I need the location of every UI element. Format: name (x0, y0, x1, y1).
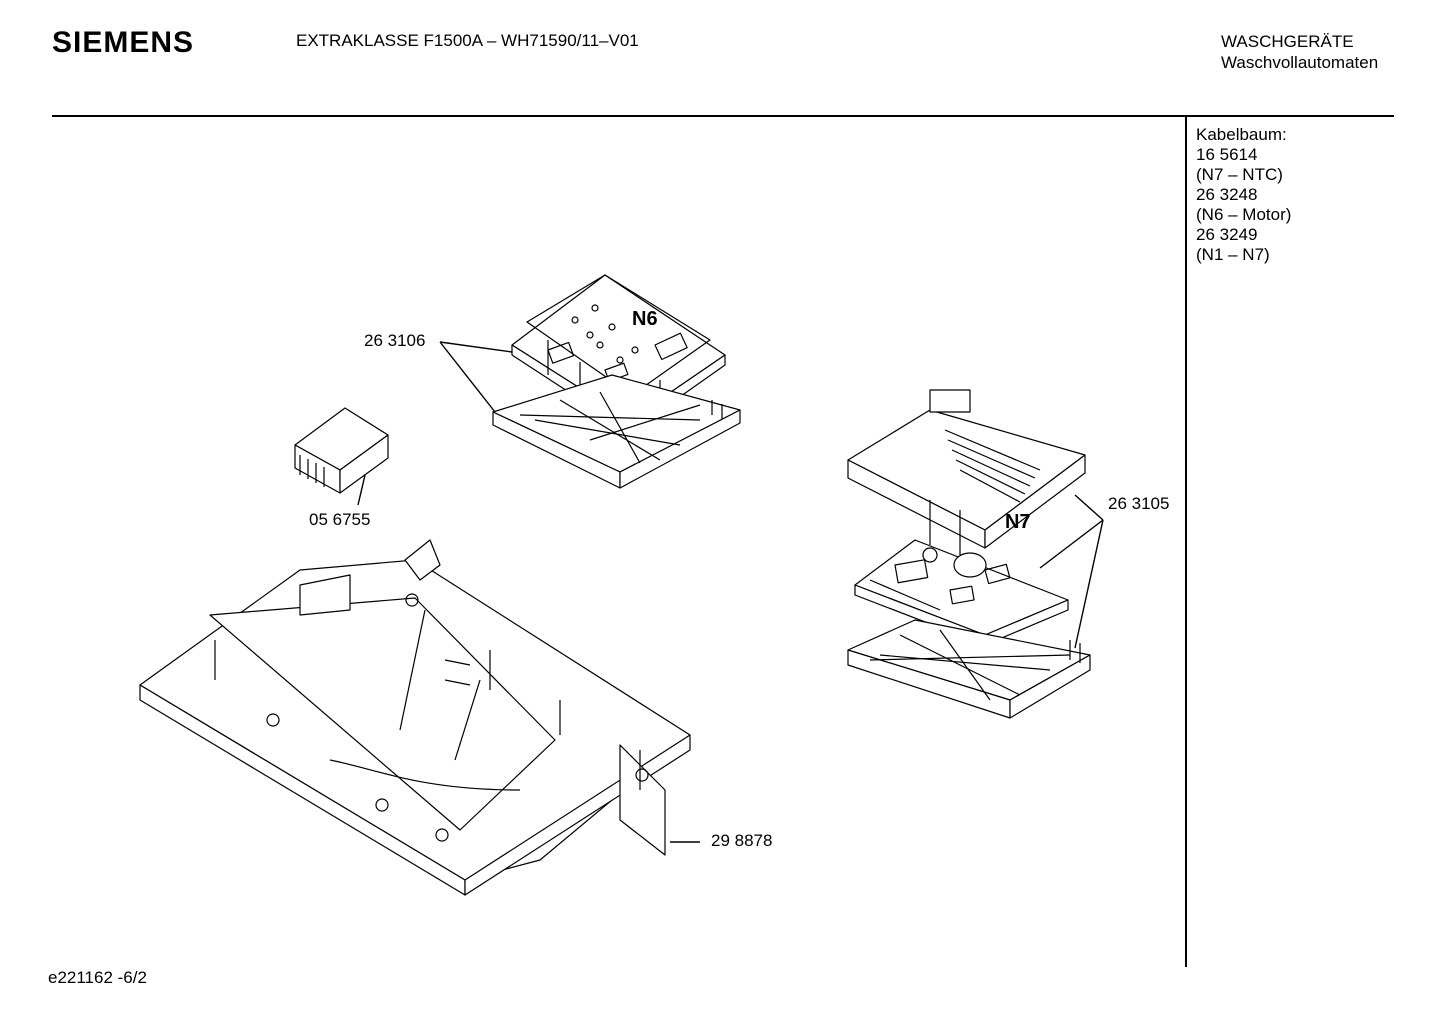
harness-line: 16 5614 (1196, 145, 1258, 164)
sidebar-divider (1185, 117, 1187, 967)
brand-logo: SIEMENS (52, 26, 195, 59)
harness-heading: Kabelbaum: (1196, 125, 1287, 144)
harness-line: (N1 – N7) (1196, 245, 1270, 264)
relay-component (295, 408, 388, 493)
housing-frame (140, 540, 690, 895)
module-tag-n7: N7 (1005, 511, 1031, 533)
n7-upper-cover (848, 390, 1085, 555)
header-divider (52, 115, 1394, 117)
n7-base-tray (848, 620, 1090, 718)
part-number-label: 26 3105 (1108, 494, 1170, 513)
harness-line: 26 3248 (1196, 185, 1258, 204)
category-line-2: Waschvollautomaten (1221, 53, 1379, 72)
model-title: EXTRAKLASSE F1500A – WH71590/11–V01 (296, 31, 639, 50)
harness-line: 26 3249 (1196, 225, 1258, 244)
n6-base-tray (493, 375, 740, 488)
category-block: WASCHGERÄTE Waschvollautomaten (1221, 31, 1378, 73)
drawing-code: e221162 -6/2 (48, 968, 147, 987)
part-number-label: 26 3106 (364, 331, 426, 350)
category-line-1: WASCHGERÄTE (1221, 32, 1354, 51)
harness-line: (N6 – Motor) (1196, 205, 1292, 224)
part-number-label: 05 6755 (309, 510, 371, 529)
harness-line: (N7 – NTC) (1196, 165, 1283, 184)
part-number-label: 29 8878 (711, 831, 773, 850)
module-tag-n6: N6 (632, 308, 658, 330)
cable-harness-notes: Kabelbaum: 16 5614 (N7 – NTC) 26 3248 (N… (1196, 125, 1291, 265)
leader-lines (358, 342, 1103, 842)
